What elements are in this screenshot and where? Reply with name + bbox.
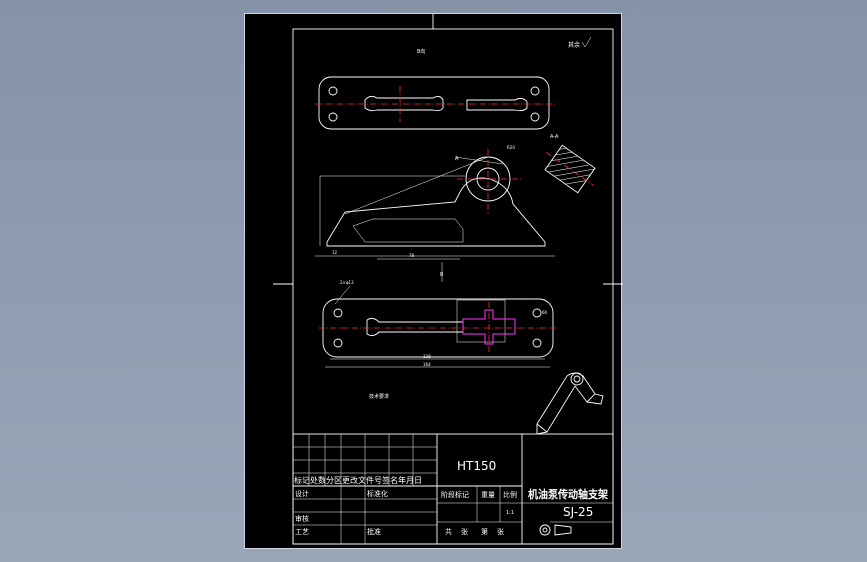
iso-preview bbox=[536, 372, 604, 435]
bottom-view: 2×φ13 128 164 60 bbox=[319, 280, 557, 368]
front-view: 78 12 R20 A B bbox=[315, 145, 555, 282]
sheet-no: 第 bbox=[481, 527, 488, 536]
drawing-sheet: B向 其余 78 12 R20 A B bbox=[244, 13, 623, 549]
top-view bbox=[315, 76, 555, 130]
weight-header: 重量 bbox=[481, 491, 495, 499]
scale-header: 比例 bbox=[503, 490, 517, 499]
scale-value: 1:1 bbox=[506, 510, 514, 516]
designer-label: 设计 bbox=[295, 489, 309, 498]
stage-header: 阶段标记 bbox=[441, 490, 469, 499]
title-block: HT150 标记处数分区更改文件号签名年月日 设计 标准化 审核 工艺 批准 阶… bbox=[292, 433, 614, 545]
section-mark-b: B bbox=[440, 272, 444, 278]
approve-label: 批准 bbox=[367, 527, 381, 536]
view-label-top: B向 bbox=[417, 48, 425, 55]
section-aa bbox=[544, 144, 596, 194]
sheets-unit: 张 bbox=[461, 527, 468, 536]
drawing-number: SJ-25 bbox=[563, 505, 593, 519]
section-label: A-A bbox=[550, 134, 559, 140]
dim-d5: 12 bbox=[332, 250, 338, 255]
sheets-total: 共 bbox=[445, 527, 452, 536]
standardize-label: 标准化 bbox=[367, 489, 388, 498]
roughness-note: 其余 bbox=[568, 41, 580, 49]
part-name: 机油泵传动轴支架 bbox=[528, 487, 608, 501]
process-label: 工艺 bbox=[295, 528, 309, 536]
projection-symbol bbox=[539, 524, 551, 536]
dim-d1: 2×φ13 bbox=[340, 280, 354, 285]
dim-d7: 60 bbox=[542, 310, 548, 315]
sheet-unit: 张 bbox=[497, 527, 504, 536]
tech-note: 技术要求 bbox=[369, 393, 389, 400]
roughness-symbol bbox=[581, 36, 592, 48]
dim-d2: 128 bbox=[423, 354, 431, 359]
dim-d3: 164 bbox=[423, 362, 431, 367]
section-mark-a: A bbox=[455, 156, 459, 162]
revision-header: 标记处数分区更改文件号签名年月日 bbox=[294, 475, 422, 485]
cad-drawing: B向 其余 78 12 R20 A B bbox=[273, 14, 623, 545]
dim-d6: 78 bbox=[409, 253, 415, 258]
review-label: 审核 bbox=[295, 514, 309, 523]
material: HT150 bbox=[457, 459, 496, 473]
dim-d4: R20 bbox=[507, 145, 515, 150]
